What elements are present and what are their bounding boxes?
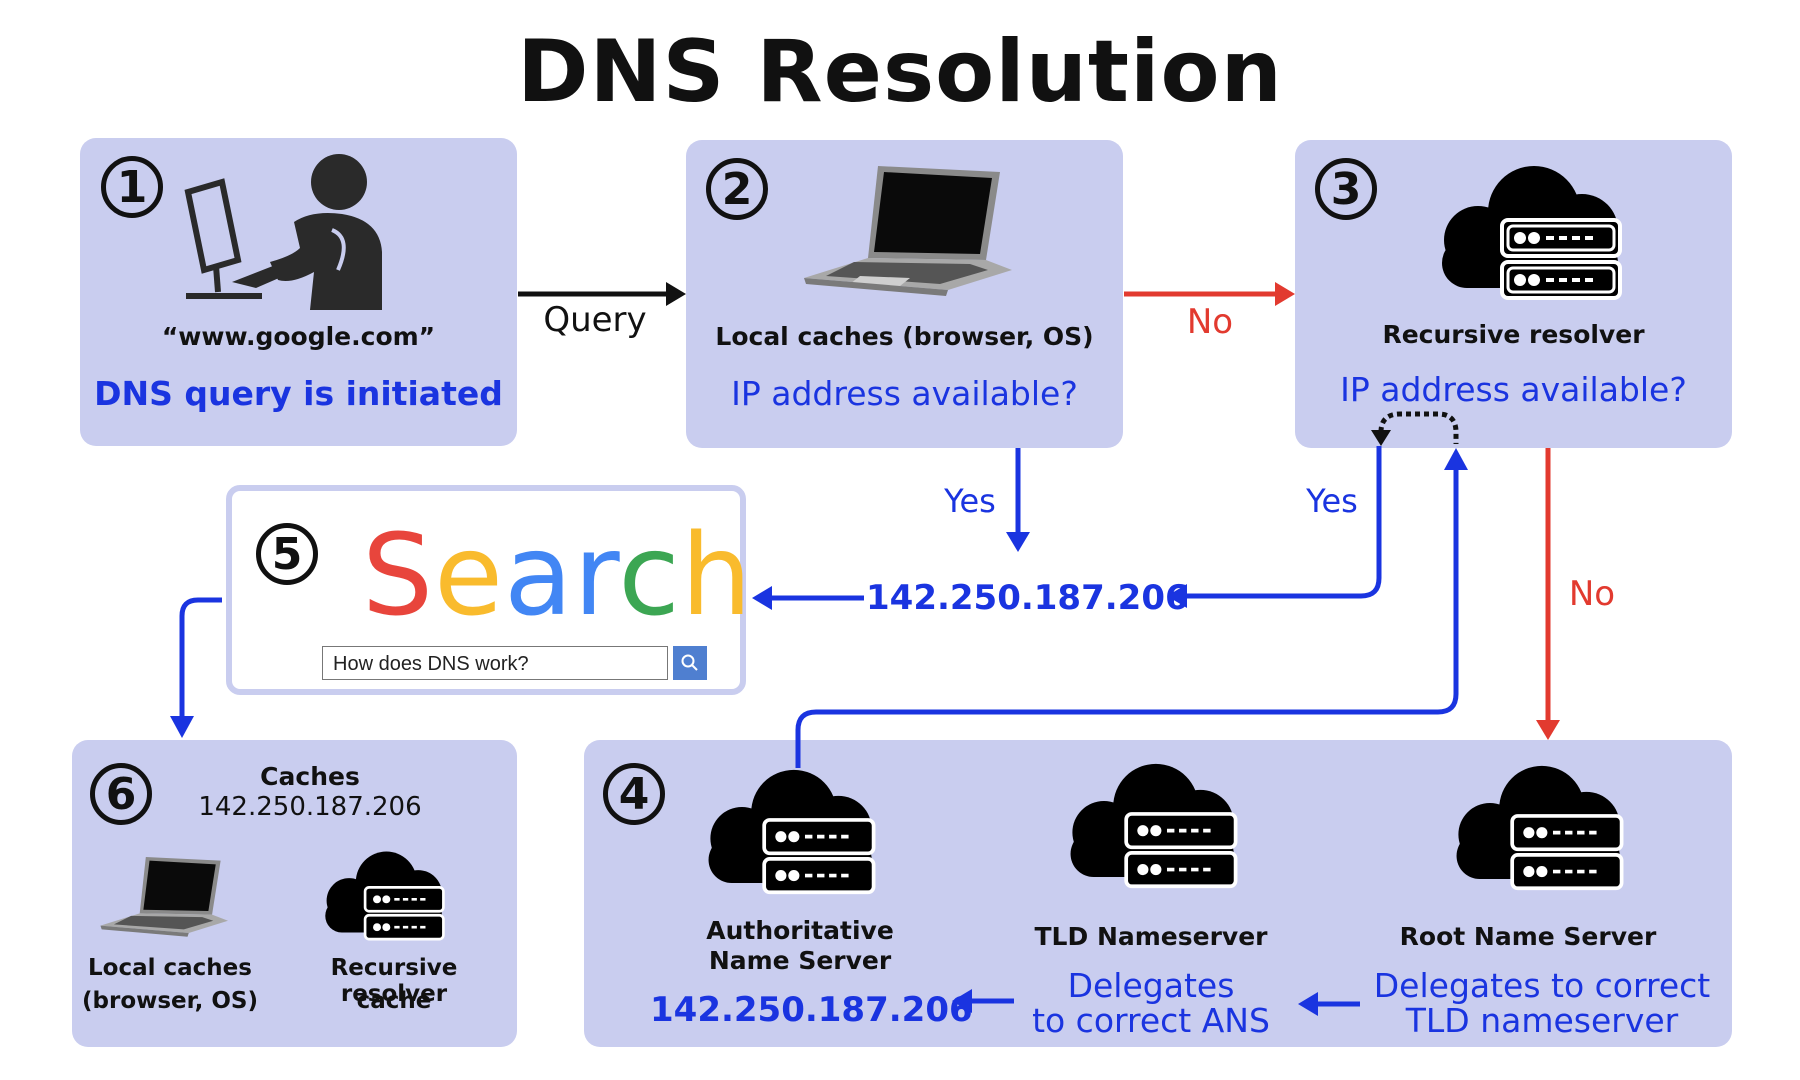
root-desc-2: TLD nameserver [1405, 1001, 1679, 1040]
step-2-number: 2 [706, 158, 768, 220]
dotted-connector [1371, 411, 1459, 446]
step-6-number: 6 [90, 763, 152, 825]
search-letter-c: c [618, 511, 681, 641]
root-label: Root Name Server [1399, 922, 1657, 951]
search-wordmark: Search [362, 511, 753, 641]
search-button[interactable] [673, 646, 707, 680]
step-3-number: 3 [1315, 158, 1377, 220]
ip-to-search-arrow [752, 586, 864, 610]
step-6-caches-ip: 142.250.187.206 [198, 792, 422, 822]
tld-to-ans-arrow [952, 989, 1014, 1013]
step-1-query: “www.google.com” [161, 322, 436, 351]
cloud-server-icon [1070, 763, 1238, 889]
step-6-local-2: (browser, OS) [82, 988, 258, 1014]
step-5-number: 5 [256, 523, 318, 585]
search-letter-h: h [680, 511, 753, 641]
search-letter-a: a [504, 511, 574, 641]
step-2-question: IP address available? [731, 374, 1078, 413]
ans-to-resolver-arrow [795, 448, 1468, 768]
step-1-desc: DNS query is initiated [94, 374, 503, 413]
step-6-caches-title: Caches [260, 762, 360, 791]
query-label: Query [543, 300, 647, 340]
step-5-search-card: 5 Search How does DNS work? [226, 485, 752, 695]
cloud-server-icon [708, 769, 876, 895]
step-1-number: 1 [101, 156, 163, 218]
step-3-question: IP address available? [1340, 370, 1687, 409]
root-to-tld-arrow [1298, 992, 1360, 1016]
ans-ip: 142.250.187.206 [650, 990, 973, 1030]
yes-label-2: Yes [1306, 482, 1358, 520]
no-label-1: No [1186, 302, 1234, 342]
tld-desc-2: to correct ANS [1032, 1001, 1270, 1040]
step-6-resolver-1: Recursive resolver [330, 955, 458, 1007]
user-at-computer-icon [184, 154, 382, 310]
search-to-caches-arrow [170, 597, 222, 738]
step-3-label: Recursive resolver [1382, 320, 1645, 349]
step-6-local-1: Local caches [88, 955, 252, 981]
step-4-number: 4 [603, 763, 665, 825]
page-title: DNS Resolution [517, 22, 1283, 122]
yes-arrow-local-to-ip [1006, 448, 1030, 552]
step-2-label: Local caches (browser, OS) [715, 322, 1094, 351]
search-input[interactable]: How does DNS work? [322, 646, 668, 680]
root-desc-1: Delegates to correct [1373, 966, 1711, 1005]
yes-arrow-resolver-to-ip [1167, 446, 1382, 608]
no-label-2: No [1568, 574, 1616, 614]
query-arrow [518, 282, 686, 306]
cloud-server-icon [1442, 166, 1622, 300]
cloud-server-icon [325, 851, 445, 941]
search-letter-e: e [434, 511, 504, 641]
tld-label: TLD Nameserver [1034, 922, 1268, 951]
no-arrow-local-to-resolver [1124, 282, 1295, 306]
search-letter-r: r [573, 511, 619, 641]
cloud-server-icon [1456, 765, 1624, 891]
laptop-icon [804, 166, 1012, 296]
laptop-icon [100, 856, 228, 937]
ans-label: Authoritative Name Server [706, 916, 894, 975]
search-letter-s: S [362, 511, 435, 641]
yes-label-1: Yes [944, 482, 996, 520]
tld-desc-1: Delegates [1067, 966, 1235, 1005]
step-6-resolver-2: cache [356, 988, 432, 1014]
no-arrow-resolver-to-root [1536, 448, 1560, 740]
ip-result: 142.250.187.206 [866, 578, 1189, 618]
search-icon [681, 654, 698, 671]
